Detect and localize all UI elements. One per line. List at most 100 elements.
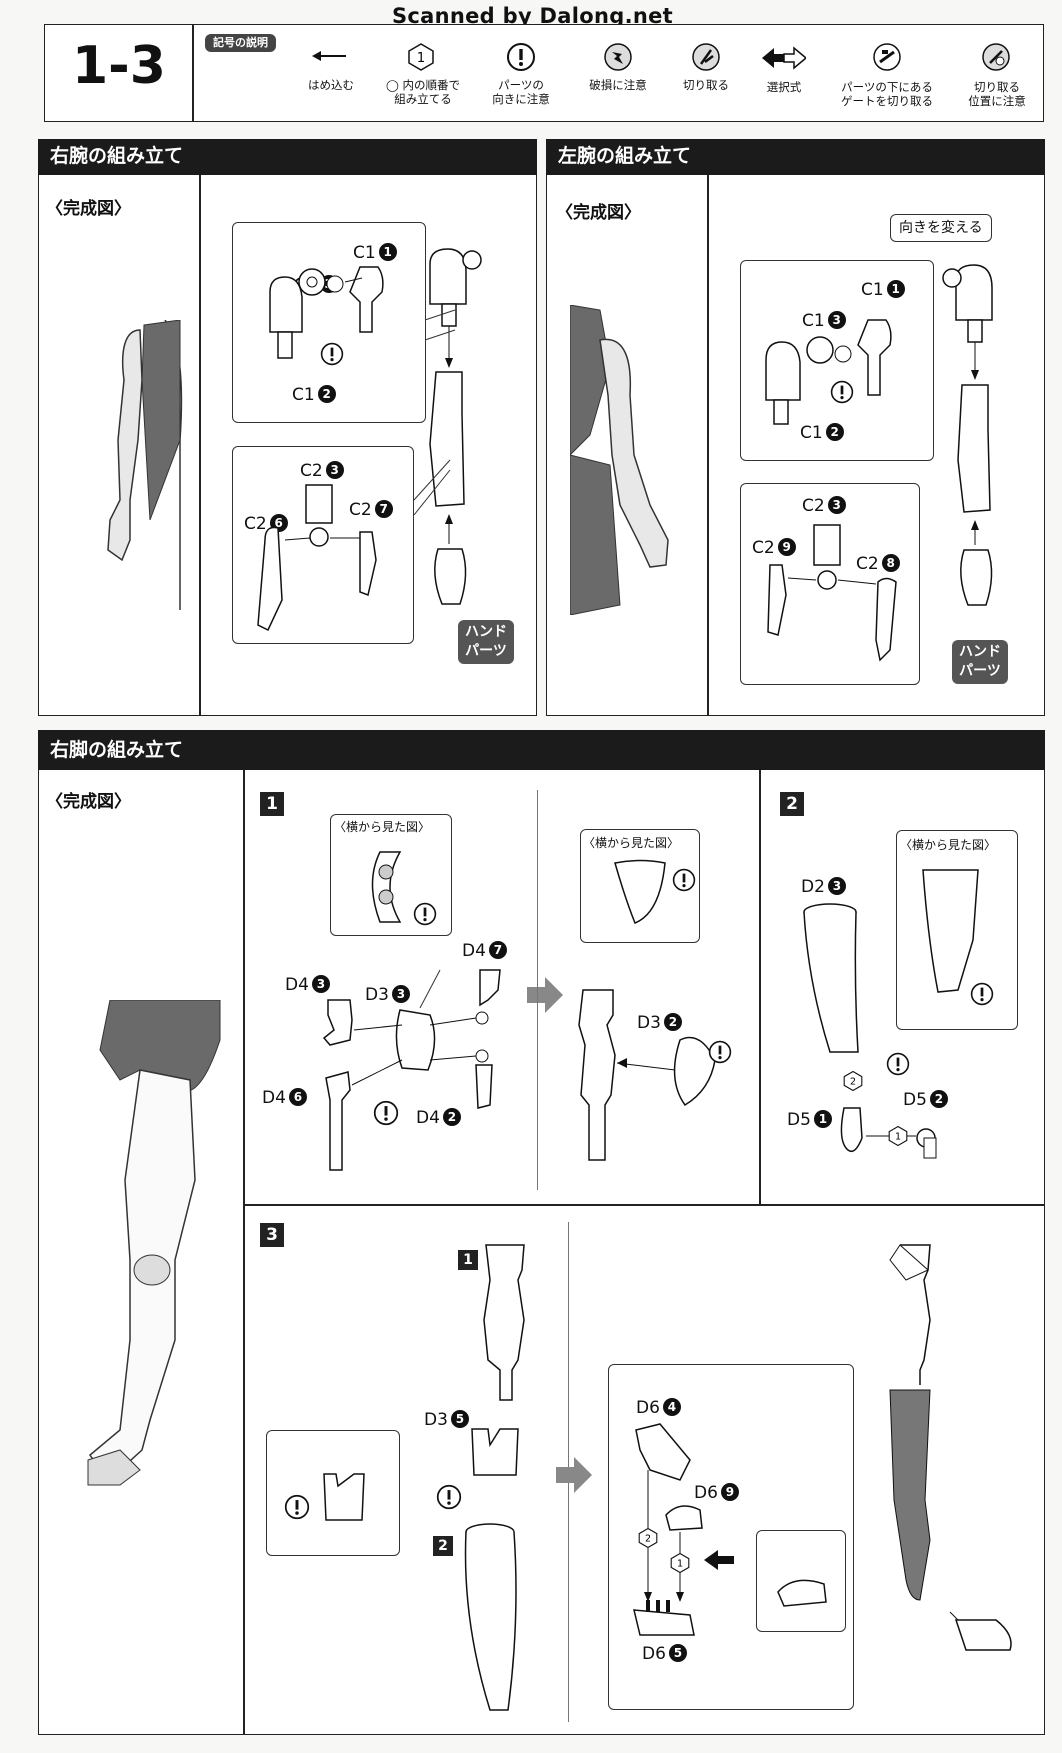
step2-thigh-part [803,903,859,1053]
step-2-badge: 2 [780,792,804,816]
right-leg-figure [87,1000,221,1486]
step2-side-view-part [922,869,979,993]
step1-next-arrow-icon [527,977,563,1013]
step-3-badge: 3 [260,1223,284,1247]
step3-side-view-part [323,1473,365,1521]
svg-text:1: 1 [417,51,425,66]
double-arrow-icon [762,46,806,70]
step3-leg-final [889,1244,1012,1651]
step1-side-view-part [371,851,402,923]
right-arm-callout-pointers [413,309,456,516]
legend-label-direction: パーツの 向きに注意 [492,78,550,106]
step3-toe-alt-part [777,1579,827,1607]
left-arm-shoulder-parts [765,319,892,425]
right-leg-divider-v [243,770,245,1735]
step3-shin-part [464,1523,517,1711]
step1-side-view-label: 〈横から見た図〉 [334,820,431,834]
legend-label-snap: はめ込む [308,78,354,92]
legend-label-cut-position: 切り取る 位置に注意 [968,80,1026,108]
right-arm-hand-tag: ハンド パーツ [458,620,514,664]
left-arm-hand-tag: ハンド パーツ [952,640,1008,684]
right-leg-title: 右脚の組み立て [38,730,1045,770]
left-arm-title: 左腕の組み立て [546,139,1045,175]
right-arm-figure [107,320,183,610]
step2-knee-parts [840,1107,937,1159]
legend-label-break: 破損に注意 [589,78,647,92]
svg-text:1: 1 [677,1559,683,1570]
caution-icon [507,43,535,71]
step1b-caution [672,868,696,892]
right-arm-shoulder-parts [269,266,384,359]
r-caution-icon-1 [320,342,344,366]
step1-caution-b [373,1100,399,1126]
cut-position-icon [982,43,1010,71]
right-leg-panel [38,730,1045,1735]
step3-ref2-badge: 2 [433,1536,453,1556]
legend-label-order: ◯ 内の順番で 組み立てる [385,78,461,106]
step3-caution-a [436,1484,462,1510]
l-caution-icon-1 [830,380,854,404]
cut-icon [692,43,720,71]
step3-leg-upper [483,1244,525,1401]
step1-caution-a [413,902,437,926]
svg-text:2: 2 [645,1534,651,1545]
right-leg-divider-step2 [759,770,761,1204]
left-arm-divider [707,175,709,716]
step1-subdivider [537,790,538,1190]
step1b-side-view-label: 〈横から見た図〉 [583,836,680,850]
step3-order-1-icon: 1 [670,1552,690,1574]
step1b-assembly [578,989,716,1161]
left-arm-assembly [942,264,993,606]
break-warning-icon [604,43,632,71]
step3-caution-b [284,1494,310,1520]
step-1-badge: 1 [260,792,284,816]
legend-title: 記号の説明 [205,34,276,52]
step2-order-1-icon: 1 [888,1125,908,1147]
right-leg-completed-label: 〈完成図〉 [46,792,131,812]
step2-caution-b [886,1052,910,1076]
legend-label-gate: パーツの下にある ゲートを切り取る [841,80,933,108]
step3-ref1-badge: 1 [458,1250,478,1270]
svg-text:2: 2 [850,1077,856,1088]
right-arm-completed-label: 〈完成図〉 [46,199,131,219]
step3-next-arrow-icon [556,1457,592,1493]
legend-label-cut: 切り取る [683,78,729,92]
left-arm-figure [570,305,669,615]
left-arm-completed-label: 〈完成図〉 [556,203,641,223]
right-leg-divider-h [243,1204,1045,1206]
right-arm-title: 右腕の組み立て [38,139,537,175]
right-arm-divider [199,175,201,716]
step2-caution-a [970,982,994,1006]
right-arm-elbow-parts [257,484,377,632]
step2-side-view-label: 〈横から見た図〉 [900,838,997,852]
left-arm-elbow-parts [767,524,897,662]
left-arm-turn-note: 向きを変える [890,214,992,242]
svg-text:1: 1 [895,1132,901,1143]
step1-parts-exploded [322,969,501,1171]
step-number: 1-3 [72,36,166,96]
step2-order-2-icon: 2 [843,1070,863,1092]
step3-order-2-icon: 2 [638,1527,658,1549]
step1b-caution-2 [708,1040,732,1064]
